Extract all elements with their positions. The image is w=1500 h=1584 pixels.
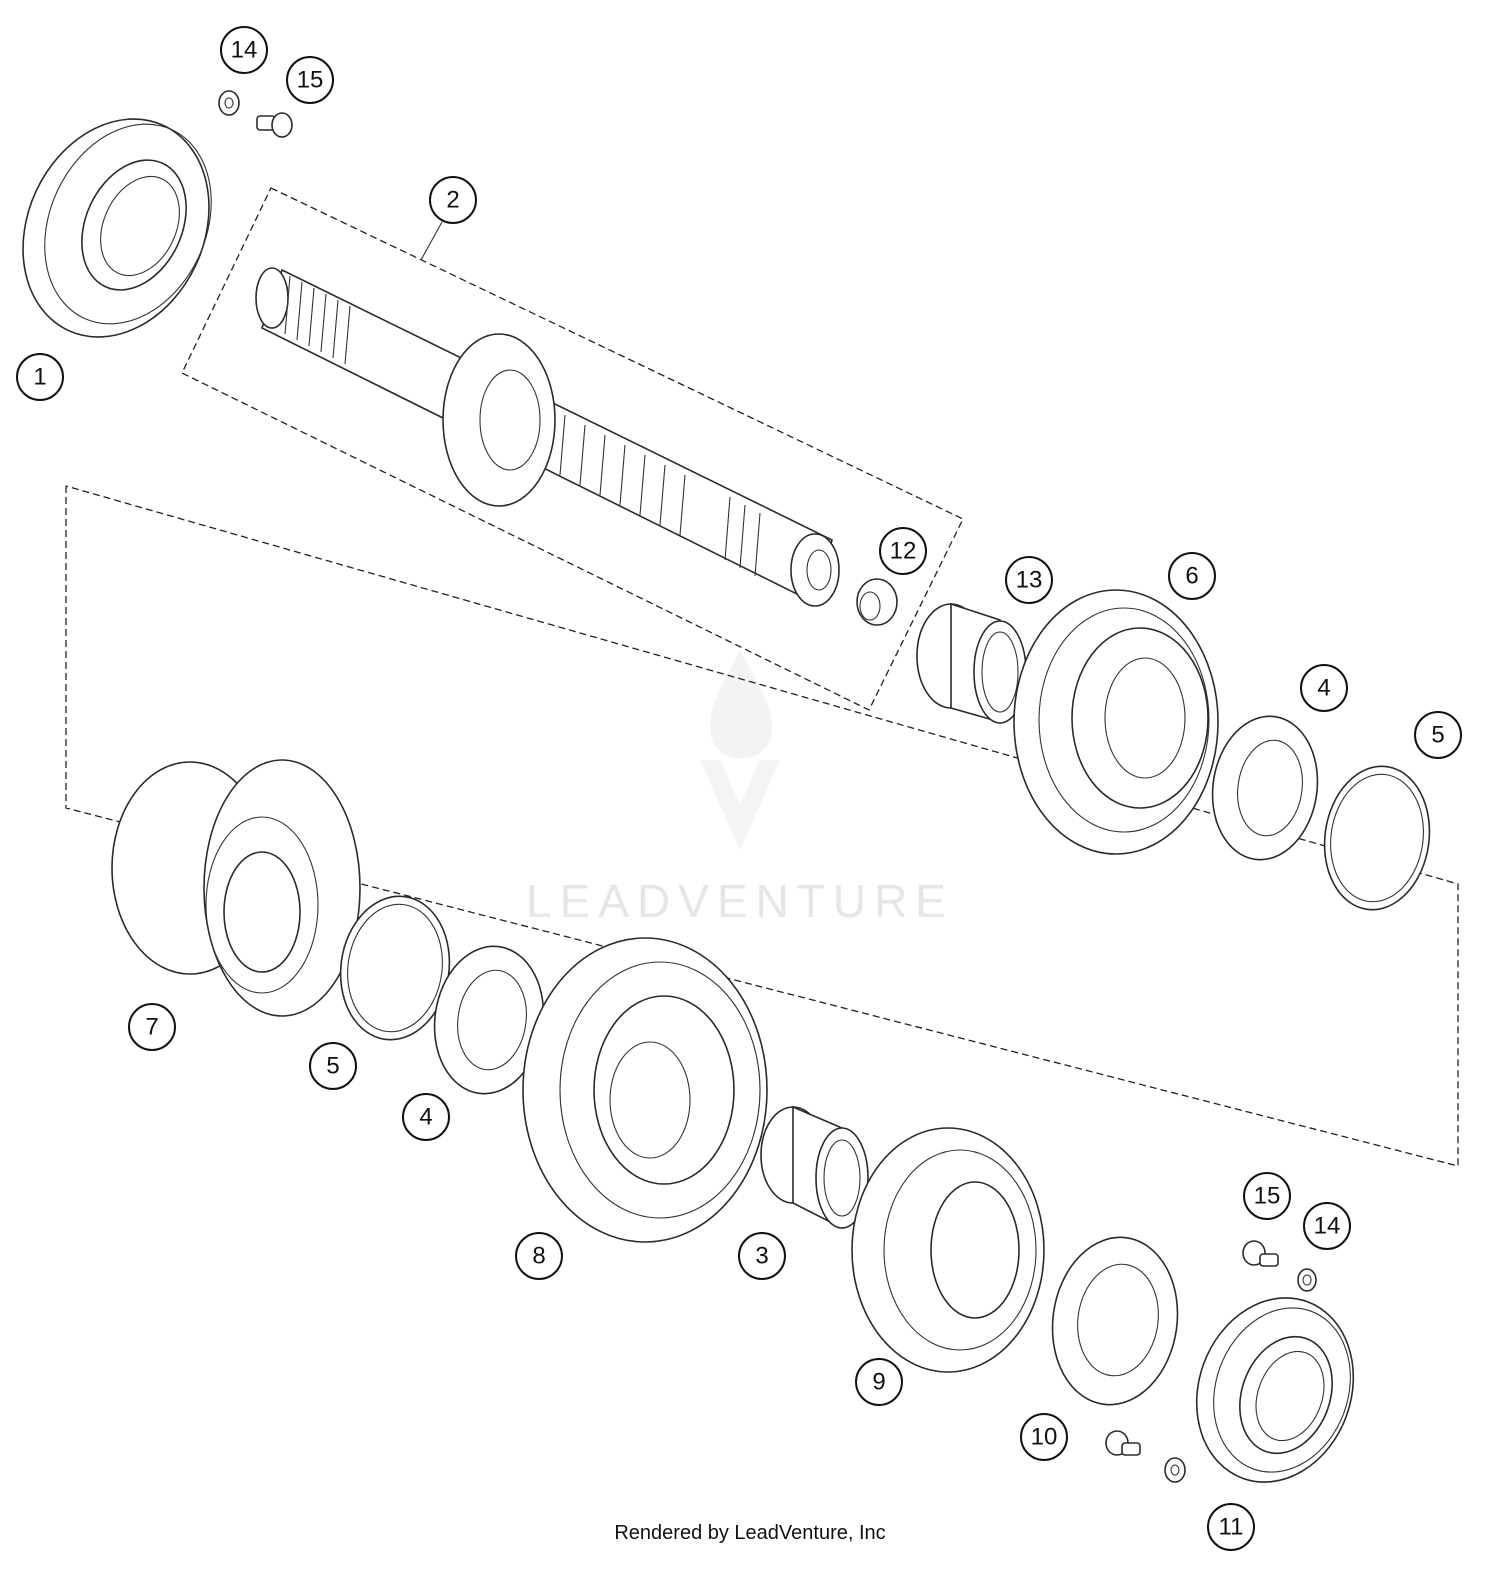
callout-label: 5 xyxy=(1431,722,1444,749)
callout-13: 13 xyxy=(1005,556,1053,604)
callout-label: 2 xyxy=(446,187,459,214)
callout-label: 11 xyxy=(1219,1514,1244,1541)
gear-6 xyxy=(1013,589,1219,855)
callout-15-top: 15 xyxy=(286,56,334,104)
screw-15-top xyxy=(256,112,293,138)
gear-8 xyxy=(522,937,768,1243)
screw-15-right xyxy=(1242,1240,1279,1267)
callout-4-right: 4 xyxy=(1300,664,1348,712)
callout-label: 15 xyxy=(1254,1183,1281,1210)
callout-11: 11 xyxy=(1207,1503,1255,1551)
callout-label: 15 xyxy=(297,67,324,94)
callout-label: 14 xyxy=(1314,1213,1341,1240)
callout-5-left: 5 xyxy=(309,1042,357,1090)
callout-label: 12 xyxy=(890,538,917,565)
callout-label: 6 xyxy=(1185,563,1198,590)
washer-14-right xyxy=(1297,1268,1317,1292)
callout-5-right: 5 xyxy=(1414,711,1462,759)
callout-1: 1 xyxy=(16,353,64,401)
callout-7: 7 xyxy=(128,1003,176,1051)
callout-14-top: 14 xyxy=(220,26,268,74)
callout-2: 2 xyxy=(429,176,477,224)
callout-8: 8 xyxy=(515,1232,563,1280)
callout-6: 6 xyxy=(1168,552,1216,600)
bushing-12 xyxy=(856,578,898,626)
leader-line-2 xyxy=(420,221,443,261)
callout-4-left: 4 xyxy=(402,1093,450,1141)
splined-washer-4-right xyxy=(1211,715,1319,861)
callout-label: 5 xyxy=(326,1053,339,1080)
callout-label: 4 xyxy=(1317,675,1330,702)
callout-15-right: 15 xyxy=(1243,1172,1291,1220)
watermark-text: LEADVENTURE xyxy=(526,875,954,927)
callout-label: 8 xyxy=(532,1243,545,1270)
render-credit: Rendered by LeadVenture, Inc xyxy=(614,1522,886,1544)
watermark-logo xyxy=(700,650,780,850)
gear-7 xyxy=(111,759,361,1017)
shaft-group-outline xyxy=(181,187,964,711)
main-shaft-2 xyxy=(255,267,840,607)
bearing-1 xyxy=(22,118,212,338)
callout-label: 9 xyxy=(872,1369,885,1396)
gear-group-outline xyxy=(65,485,1459,1167)
callout-label: 10 xyxy=(1031,1424,1058,1451)
washer-14-bottom xyxy=(1164,1457,1186,1483)
callout-label: 1 xyxy=(33,364,46,391)
needle-bearing-13 xyxy=(916,602,1027,724)
callout-label: 7 xyxy=(145,1014,158,1041)
callout-14-right: 14 xyxy=(1303,1202,1351,1250)
callout-label: 14 xyxy=(231,37,258,64)
screw-15-bottom xyxy=(1105,1430,1141,1456)
bearing-11 xyxy=(1195,1297,1355,1483)
circlip-5-right xyxy=(1323,765,1431,911)
washer-14-top xyxy=(218,90,240,116)
bushing-3 xyxy=(760,1105,869,1230)
callout-3: 3 xyxy=(738,1232,786,1280)
splined-washer-4-left xyxy=(433,945,545,1095)
callout-12: 12 xyxy=(879,527,927,575)
thrust-washer-10 xyxy=(1051,1236,1179,1406)
callout-9: 9 xyxy=(855,1358,903,1406)
callout-label: 4 xyxy=(419,1104,432,1131)
callout-label: 3 xyxy=(755,1243,768,1270)
gear-9 xyxy=(851,1127,1045,1373)
callout-label: 13 xyxy=(1016,567,1043,594)
callout-10: 10 xyxy=(1020,1413,1068,1461)
